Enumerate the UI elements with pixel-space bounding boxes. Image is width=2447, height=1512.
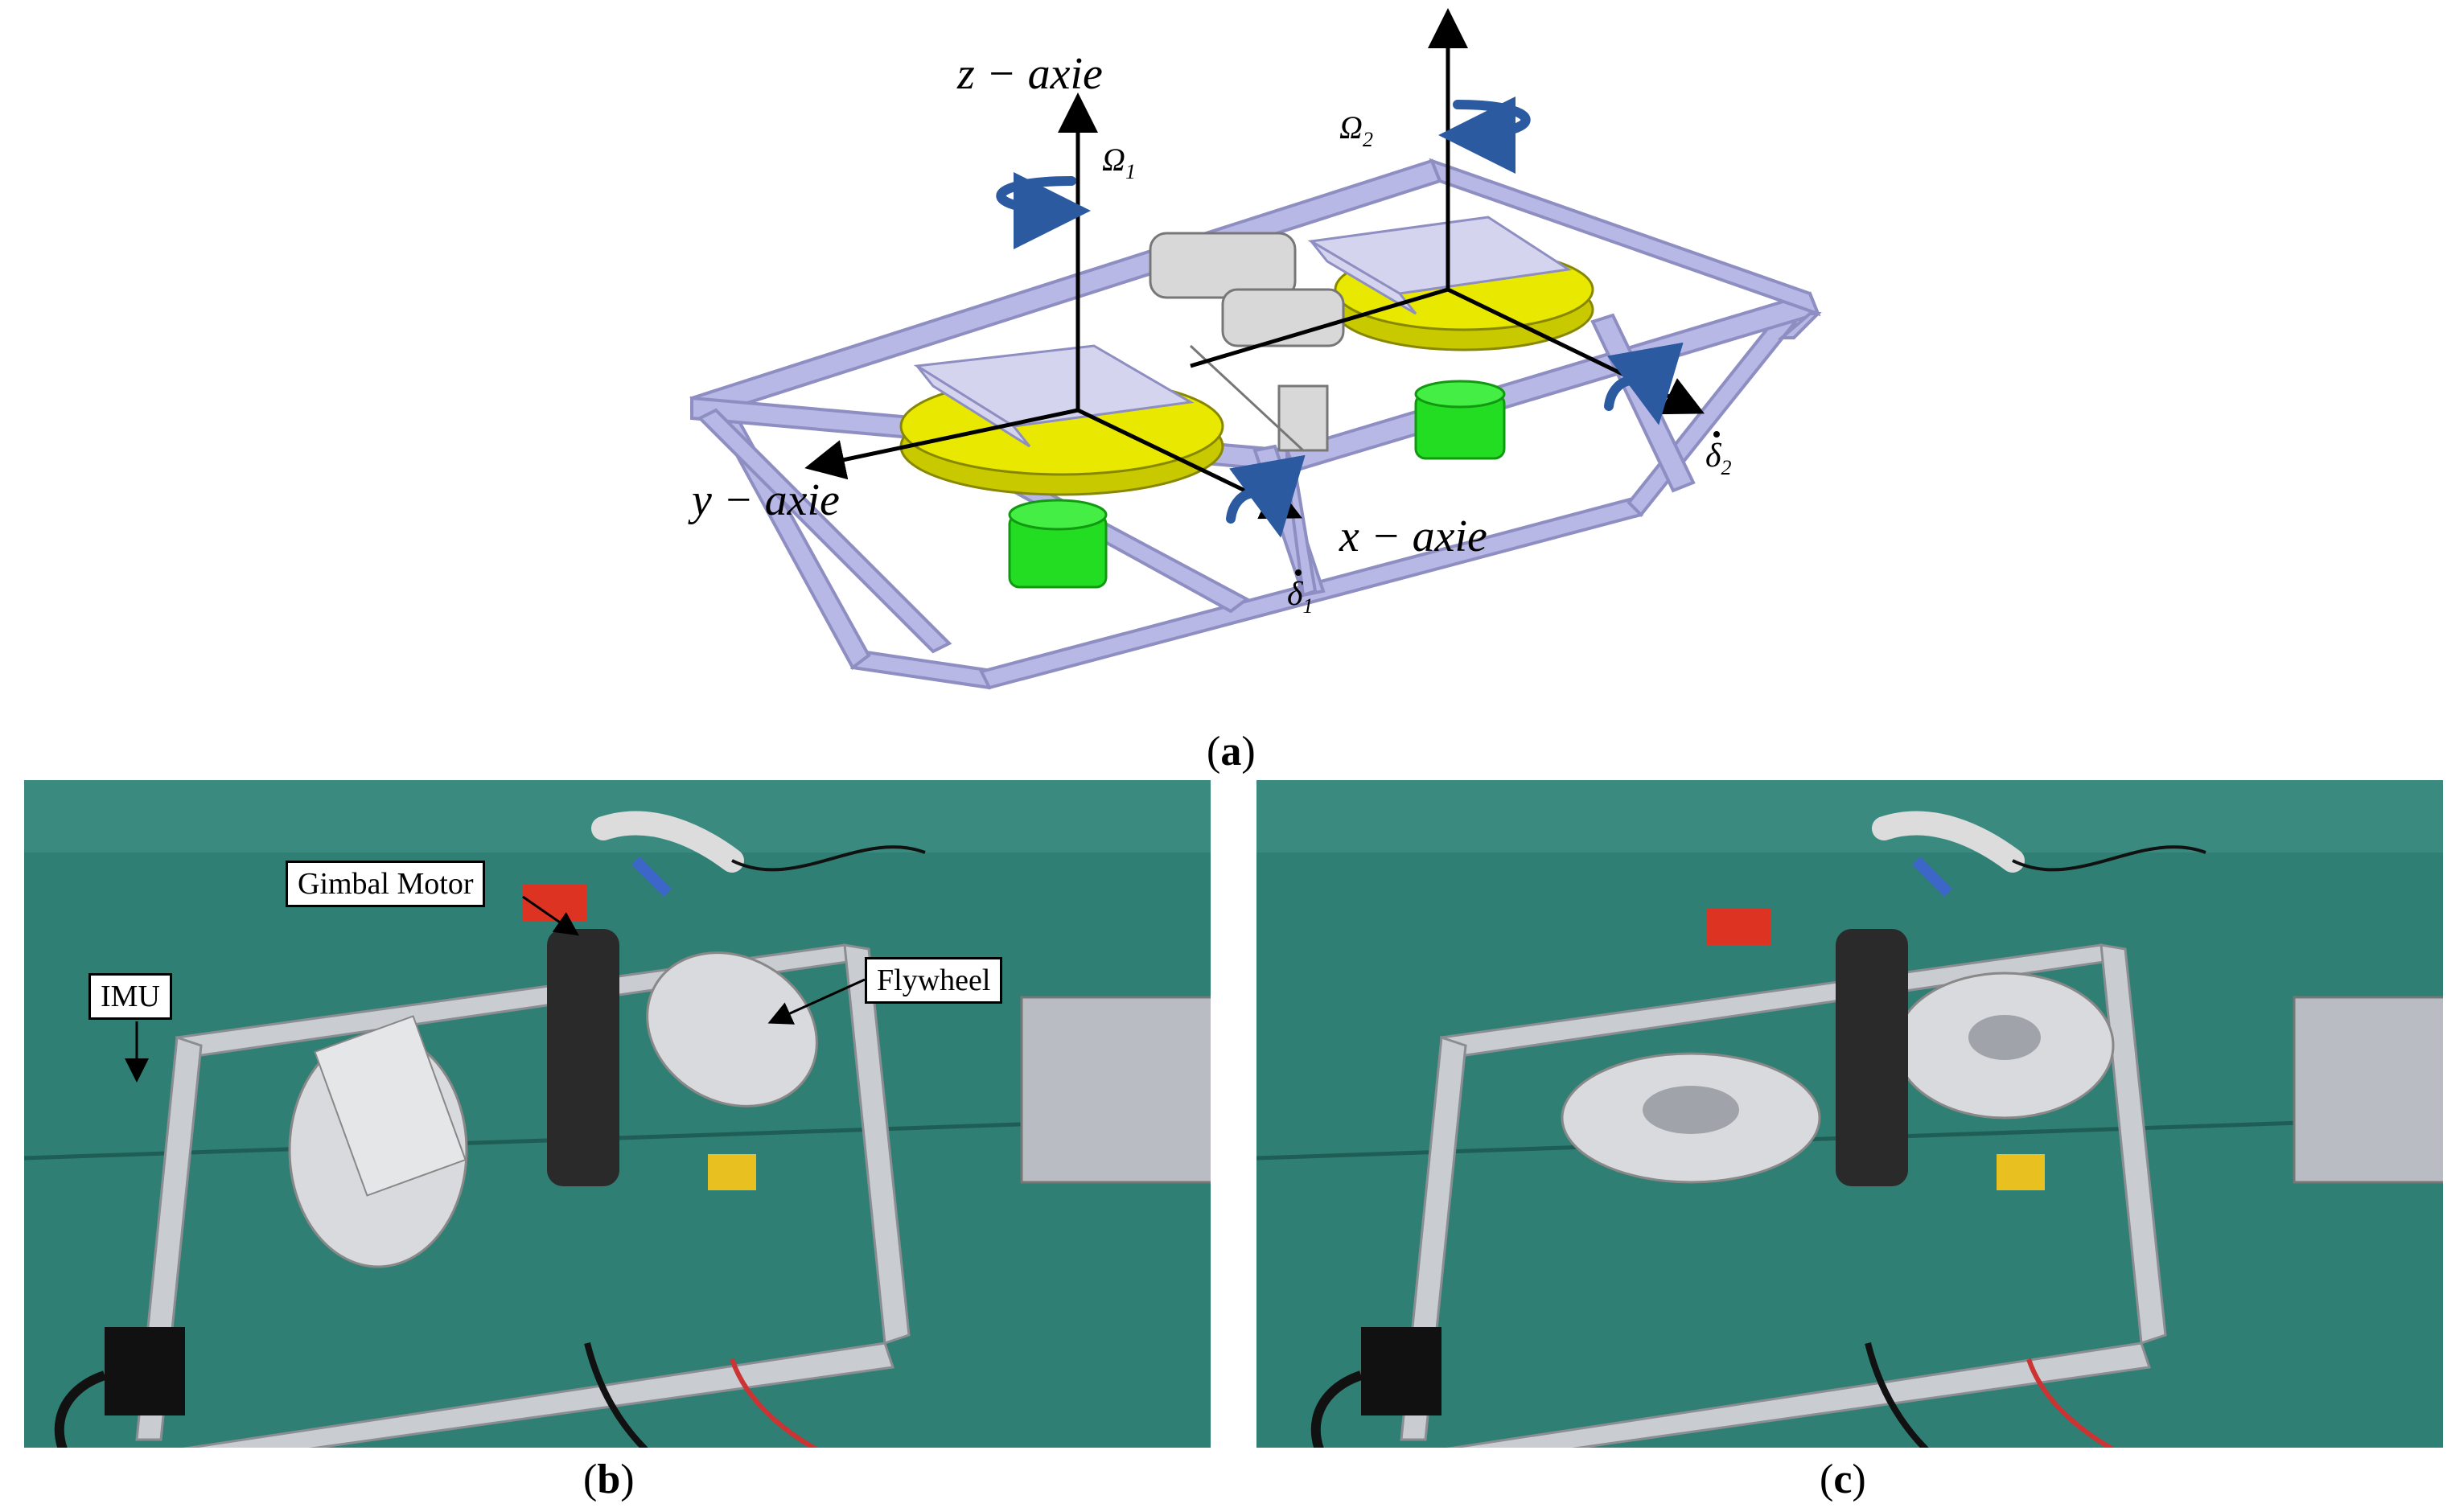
photo-c xyxy=(1256,780,2443,1448)
omega1-rotation-icon xyxy=(996,171,1091,249)
callout-flywheel: Flywheel xyxy=(865,957,1003,1004)
photo-b-imu xyxy=(105,1327,185,1415)
y-axis-arrow xyxy=(804,408,1079,480)
gimbal-plate-right xyxy=(1307,216,1573,315)
caption-a: (a) xyxy=(1207,729,1256,774)
link-axis xyxy=(1190,287,1449,368)
z-axis-label: z − axie xyxy=(956,49,1103,99)
y-axis-label: y − axie xyxy=(688,475,840,525)
delta2-label: δ2 xyxy=(1705,438,1732,479)
caption-b: (b) xyxy=(583,1457,635,1502)
callout-imu: IMU xyxy=(88,973,172,1020)
photo-b-flywheel-right xyxy=(646,951,818,1107)
delta1-label: δ1 xyxy=(1287,576,1314,618)
leader-gimbal-motor xyxy=(522,895,579,936)
omega1-label: Ω1 xyxy=(1102,142,1136,183)
x-axis-label: x − axie xyxy=(1339,512,1487,561)
delta2-dot xyxy=(1713,431,1720,438)
gimbal-motor-assembly xyxy=(1149,232,1345,452)
omega2-label: Ω2 xyxy=(1339,109,1373,151)
photo-c-imu xyxy=(1361,1327,1441,1415)
callout-gimbal-motor: Gimbal Motor xyxy=(286,861,486,907)
photo-b: Gimbal Motor IMU Flywheel xyxy=(24,780,1211,1448)
cad-diagram: z − axie y − axie x − axie Ω1 Ω2 δ1 δ2 xyxy=(688,8,1822,690)
leader-flywheel xyxy=(767,978,866,1025)
delta1-dot xyxy=(1295,569,1302,576)
omega2-rotation-icon xyxy=(1438,96,1531,174)
delta2-rotation-icon xyxy=(1604,342,1684,425)
caption-c: (c) xyxy=(1820,1457,1866,1502)
rotation-arrows xyxy=(996,96,1684,538)
gyro-motor-right xyxy=(1414,380,1506,460)
gyro-motor-left xyxy=(1008,499,1108,589)
delta1-rotation-icon xyxy=(1226,454,1306,538)
